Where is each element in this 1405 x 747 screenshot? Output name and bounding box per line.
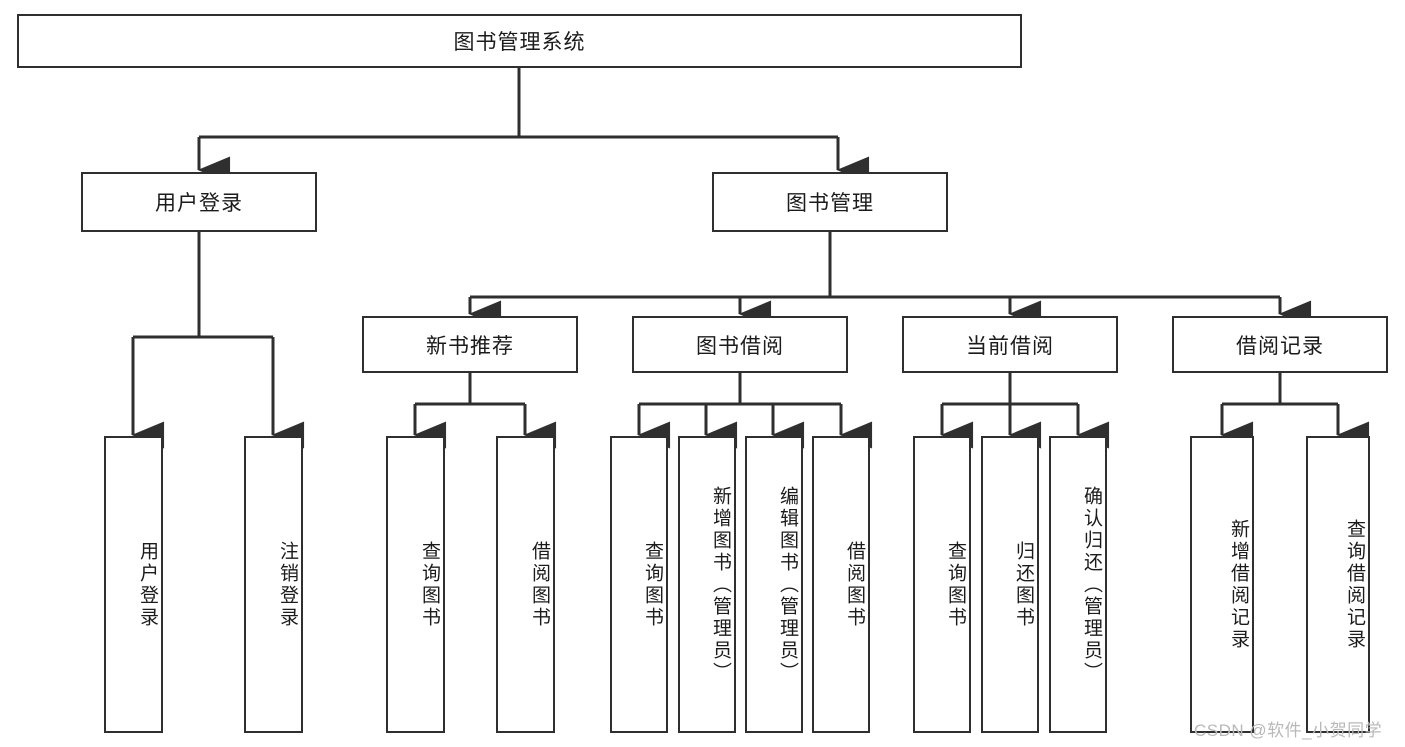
- csdn-watermark: CSDN @软件_小贺同学: [1194, 721, 1383, 740]
- leaf-query-books-borrow[interactable]: 查询图书: [610, 436, 668, 733]
- leaf-user-login-label: 用户登录: [137, 540, 158, 629]
- leaf-confirm-return-admin-label: 确认归还（管理员）: [1081, 485, 1102, 684]
- node-user-login[interactable]: 用户登录: [81, 172, 317, 232]
- leaf-query-borrow-record-label: 查询借阅记录: [1344, 518, 1365, 651]
- leaf-borrow-books-newbook[interactable]: 借阅图书: [496, 436, 555, 733]
- leaf-add-book-admin[interactable]: 新增图书（管理员）: [678, 436, 736, 733]
- leaf-query-books-newbook[interactable]: 查询图书: [386, 436, 445, 733]
- leaf-query-books-newbook-label: 查询图书: [419, 540, 440, 629]
- leaf-borrow-books-newbook-label: 借阅图书: [529, 540, 550, 629]
- leaf-add-book-admin-label: 新增图书（管理员）: [710, 485, 731, 684]
- node-book-borrow-label: 图书借阅: [696, 334, 784, 358]
- leaf-user-login[interactable]: 用户登录: [104, 436, 163, 733]
- leaf-return-books[interactable]: 归还图书: [981, 436, 1039, 733]
- node-book-management-label: 图书管理: [786, 192, 874, 215]
- leaf-query-books-current[interactable]: 查询图书: [913, 436, 971, 733]
- node-borrow-records-label: 借阅记录: [1236, 334, 1324, 358]
- leaf-confirm-return-admin[interactable]: 确认归还（管理员）: [1049, 436, 1107, 733]
- leaf-query-borrow-record[interactable]: 查询借阅记录: [1306, 436, 1370, 733]
- node-book-management[interactable]: 图书管理: [712, 172, 948, 232]
- leaf-add-borrow-record-label: 新增借阅记录: [1228, 518, 1249, 651]
- node-new-book-recommend-label: 新书推荐: [426, 334, 514, 358]
- leaf-add-borrow-record[interactable]: 新增借阅记录: [1190, 436, 1254, 733]
- node-current-borrow-label: 当前借阅: [966, 334, 1054, 358]
- leaf-query-books-borrow-label: 查询图书: [642, 540, 663, 629]
- node-root-label: 图书管理系统: [453, 31, 586, 54]
- leaf-query-books-current-label: 查询图书: [945, 540, 966, 629]
- node-root[interactable]: 图书管理系统: [17, 14, 1022, 68]
- leaf-borrow-books-borrow[interactable]: 借阅图书: [812, 436, 870, 733]
- leaf-logout-label: 注销登录: [277, 540, 298, 629]
- node-current-borrow[interactable]: 当前借阅: [902, 316, 1118, 373]
- node-new-book-recommend[interactable]: 新书推荐: [362, 316, 578, 373]
- leaf-return-books-label: 归还图书: [1013, 540, 1034, 629]
- node-borrow-records[interactable]: 借阅记录: [1172, 316, 1388, 373]
- leaf-borrow-books-borrow-label: 借阅图书: [844, 540, 865, 629]
- leaf-edit-book-admin-label: 编辑图书（管理员）: [777, 485, 798, 684]
- leaf-logout[interactable]: 注销登录: [244, 436, 303, 733]
- node-user-login-label: 用户登录: [155, 192, 243, 215]
- node-book-borrow[interactable]: 图书借阅: [632, 316, 848, 373]
- leaf-edit-book-admin[interactable]: 编辑图书（管理员）: [745, 436, 803, 733]
